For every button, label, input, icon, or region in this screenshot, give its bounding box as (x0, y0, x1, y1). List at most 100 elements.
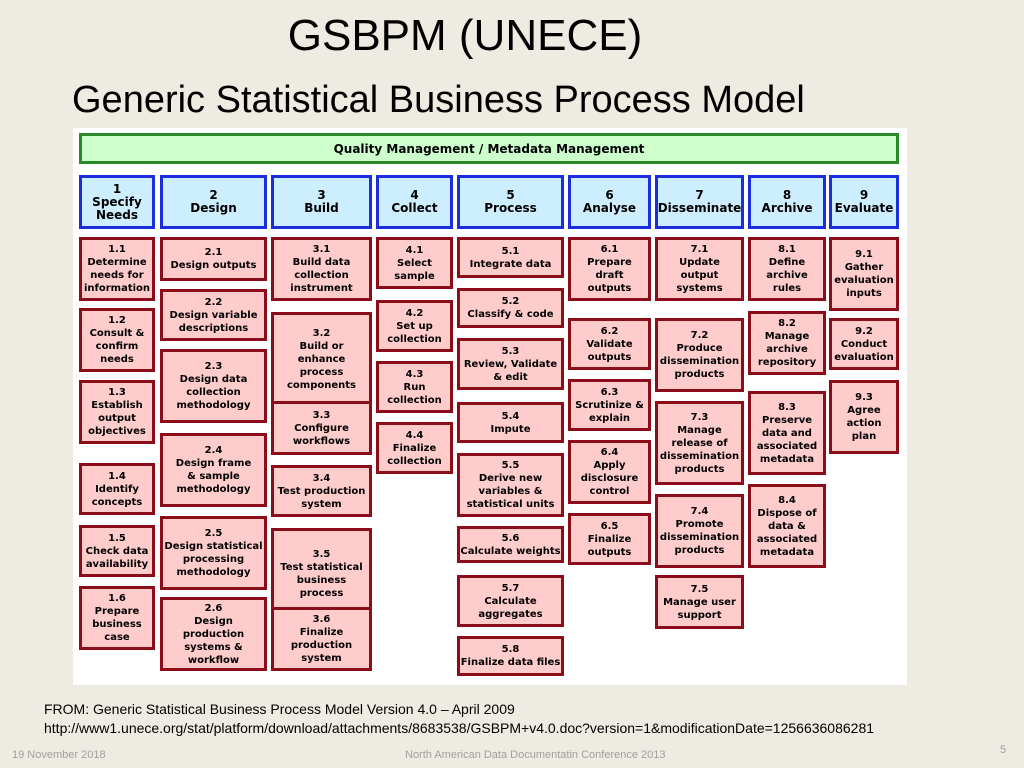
phase-label-line: Analyse (582, 201, 637, 215)
subprocess-label-line: products (674, 463, 725, 475)
subprocess-label-line: 1.4 (108, 470, 126, 482)
subprocess-label-line: collection (186, 387, 241, 398)
subprocess-label-line: statistical units (466, 499, 555, 510)
slide-title: GSBPM (UNECE) (287, 11, 643, 60)
subprocess-label-line: Set up (396, 320, 433, 332)
subprocess-label-line: explain (588, 412, 631, 424)
subprocess-label-line: Review, Validate (463, 358, 558, 370)
subprocess-label-line: 2.4 (204, 445, 223, 456)
subprocess-label-line: Manage user (663, 596, 736, 608)
subprocess-label-line: Classify & code (467, 309, 554, 320)
slide-subtitle: Generic Statistical Business Process Mod… (72, 79, 805, 121)
subprocess-label-line: 6.2 (600, 325, 619, 337)
subprocess-label-line: metadata (759, 453, 815, 465)
subprocess-label-line: Produce (676, 343, 723, 354)
subprocess-label-line: dissemination (659, 450, 740, 462)
subprocess-label-line: repository (757, 357, 817, 368)
subprocess-label-line: Run (403, 381, 426, 393)
subprocess-label-line: data & (768, 520, 806, 532)
subprocess-label-line: associated (756, 533, 818, 545)
subprocess-label-line: methodology (176, 400, 251, 411)
subprocess-label-line: Define (768, 257, 806, 268)
subprocess-label-line: 8.2 (778, 318, 796, 329)
subprocess-label-line: 1.5 (108, 532, 126, 544)
subprocess-label-line: 5.6 (501, 532, 520, 544)
phase-label-line: 4 (410, 188, 419, 202)
page-number: 5 (1000, 744, 1007, 756)
subprocess-label-line: evaluation (834, 351, 894, 363)
phase-label-line: 9 (859, 188, 869, 202)
subprocess-label-line: 5.7 (501, 582, 520, 594)
subprocess-label-line: workflow (187, 654, 240, 666)
source-url: http://www1.unece.org/stat/platform/down… (44, 720, 875, 736)
subprocess-label-line: 6.1 (600, 244, 619, 255)
gsbpm-diagram: Quality Management / Metadata Management… (73, 128, 907, 685)
subprocess-label-line: associated (756, 440, 818, 452)
subprocess-label-line: Conduct (840, 338, 888, 350)
phase-label-line: 7 (695, 188, 704, 202)
phase-label-line: 2 (209, 188, 218, 202)
phase-label-line: Build (304, 201, 339, 215)
subprocess-label-line: 1.1 (108, 244, 126, 255)
subprocess-label-line: case (104, 632, 130, 643)
footer-date: 19 November 2018 (12, 749, 106, 761)
subprocess-label-line: 7.3 (690, 411, 709, 423)
subprocess-label-line: Build data (292, 257, 351, 268)
subprocess-label-line: support (677, 609, 722, 621)
subprocess-label-line: production (182, 628, 245, 640)
subprocess-label-line: 3.6 (312, 614, 331, 625)
subprocess-label-line: Configure (294, 422, 349, 434)
subprocess-label-line: 5.1 (501, 245, 520, 257)
subprocess-label-line: Finalize (392, 442, 437, 454)
phase-label-line: 6 (605, 188, 614, 202)
footer-conference: North American Data Documentatin Confere… (405, 749, 666, 761)
phase-label-line: 1 (112, 181, 122, 196)
subprocess-label-line: 3.5 (312, 548, 331, 560)
subprocess-label-line: process (299, 366, 344, 378)
subprocess-label-line: 7.5 (690, 583, 709, 595)
subprocess-label-line: 2.1 (204, 247, 223, 258)
subprocess-label-line: 1.2 (108, 315, 126, 326)
subprocess-label-line: Establish (91, 400, 143, 411)
subprocess-label-line: 5.5 (501, 460, 520, 471)
subprocess-label-line: needs (100, 354, 134, 365)
subprocess-label-line: 7.2 (690, 330, 709, 341)
subprocess-label-line: Finalize (587, 533, 632, 545)
subprocess-label-line: Design variable (169, 309, 258, 321)
subprocess-label-line: inputs (846, 288, 882, 299)
phase-label-line: Collect (391, 201, 438, 215)
subprocess-label-line: Check data (85, 545, 149, 557)
subprocess-label-line: information (83, 283, 151, 294)
subprocess-label-line: metadata (759, 546, 815, 558)
subprocess-label-line: 4.3 (405, 368, 424, 380)
subprocess-label-line: 6.5 (600, 520, 619, 532)
subprocess-label-line: archive (766, 270, 808, 281)
subprocess-label-line: outputs (587, 283, 632, 294)
subprocess-label-line: collection (294, 270, 349, 281)
subprocess-label-line: & sample (187, 471, 240, 482)
subprocess-label-line: 1.3 (108, 387, 126, 398)
subprocess-label-line: systems (676, 283, 723, 294)
subprocess-label-line: Build or (299, 340, 344, 352)
subprocess-label-line: 4.1 (405, 244, 424, 256)
